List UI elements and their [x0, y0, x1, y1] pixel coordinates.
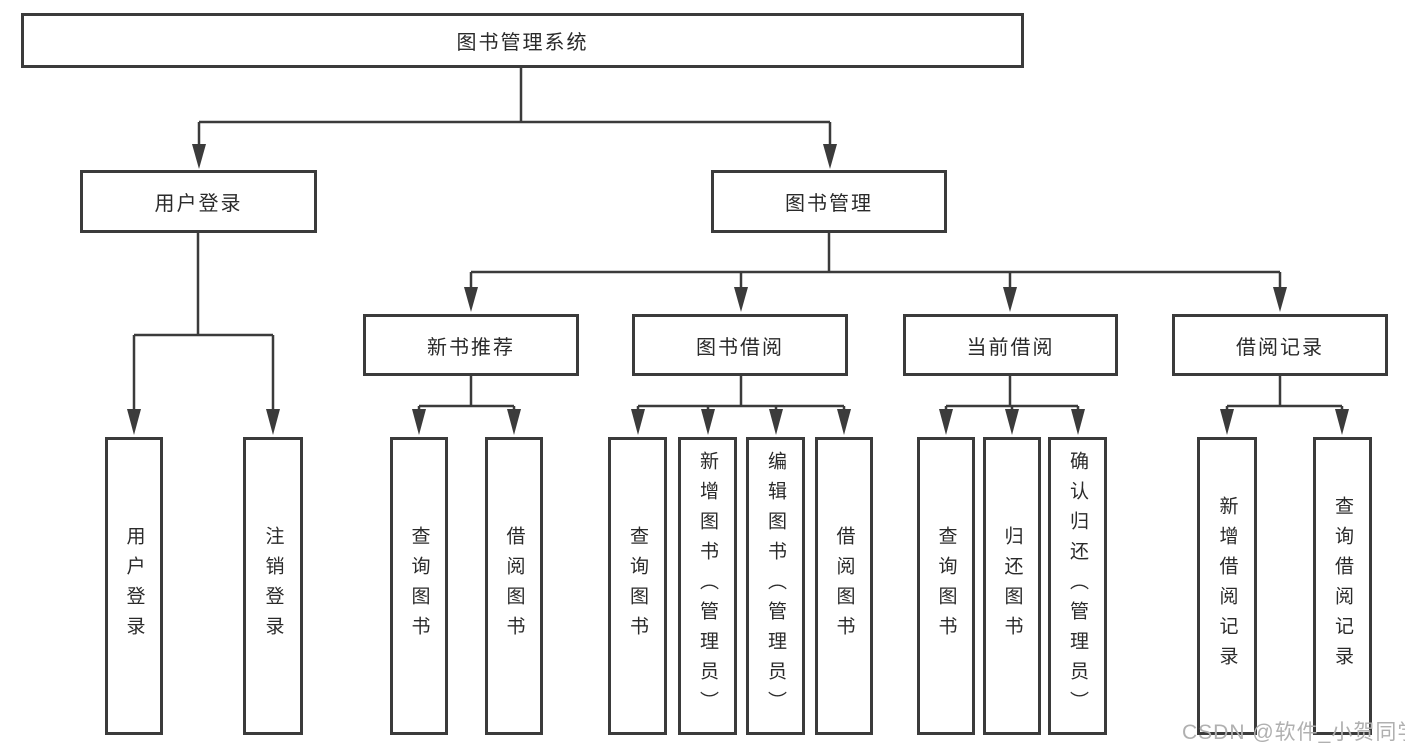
node-book-borrow: 图书借阅 — [632, 314, 848, 376]
leaf-edit-book-admin: 编辑图书（管理员） — [746, 437, 805, 735]
leaf-user-login: 用户登录 — [105, 437, 163, 735]
connector-current-borrow-to-leaves — [939, 376, 1085, 435]
node-borrow-records: 借阅记录 — [1172, 314, 1388, 376]
leaf-recommend-query-books: 查询图书 — [390, 437, 448, 735]
leaf-confirm-return-admin: 确认归还（管理员） — [1048, 437, 1107, 735]
leaf-logout: 注销登录 — [243, 437, 303, 735]
leaf-return-book: 归还图书 — [983, 437, 1041, 735]
leaf-add-borrow-record: 新增借阅记录 — [1197, 437, 1257, 735]
node-book-management: 图书管理 — [711, 170, 947, 233]
connector-borrow-records-to-leaves — [1220, 376, 1349, 435]
connector-book-management-to-level2 — [464, 233, 1287, 312]
leaf-borrow-query-books: 查询图书 — [608, 437, 667, 735]
leaf-query-borrow-record: 查询借阅记录 — [1313, 437, 1372, 735]
connector-user-login-to-leaves — [127, 233, 280, 435]
node-current-borrow: 当前借阅 — [903, 314, 1118, 376]
connector-new-book-recommend-to-leaves — [412, 376, 521, 435]
node-new-book-recommend: 新书推荐 — [363, 314, 579, 376]
leaf-borrow-book: 借阅图书 — [815, 437, 873, 735]
connector-book-borrow-to-leaves — [631, 376, 851, 435]
leaf-recommend-borrow-book: 借阅图书 — [485, 437, 543, 735]
csdn-watermark: CSDN @软件_小贺同学 — [1182, 721, 1405, 744]
connector-root-to-level1 — [192, 68, 837, 169]
node-root: 图书管理系统 — [21, 13, 1024, 68]
node-user-login: 用户登录 — [80, 170, 317, 233]
leaf-current-query-books: 查询图书 — [917, 437, 975, 735]
leaf-add-book-admin: 新增图书（管理员） — [678, 437, 737, 735]
